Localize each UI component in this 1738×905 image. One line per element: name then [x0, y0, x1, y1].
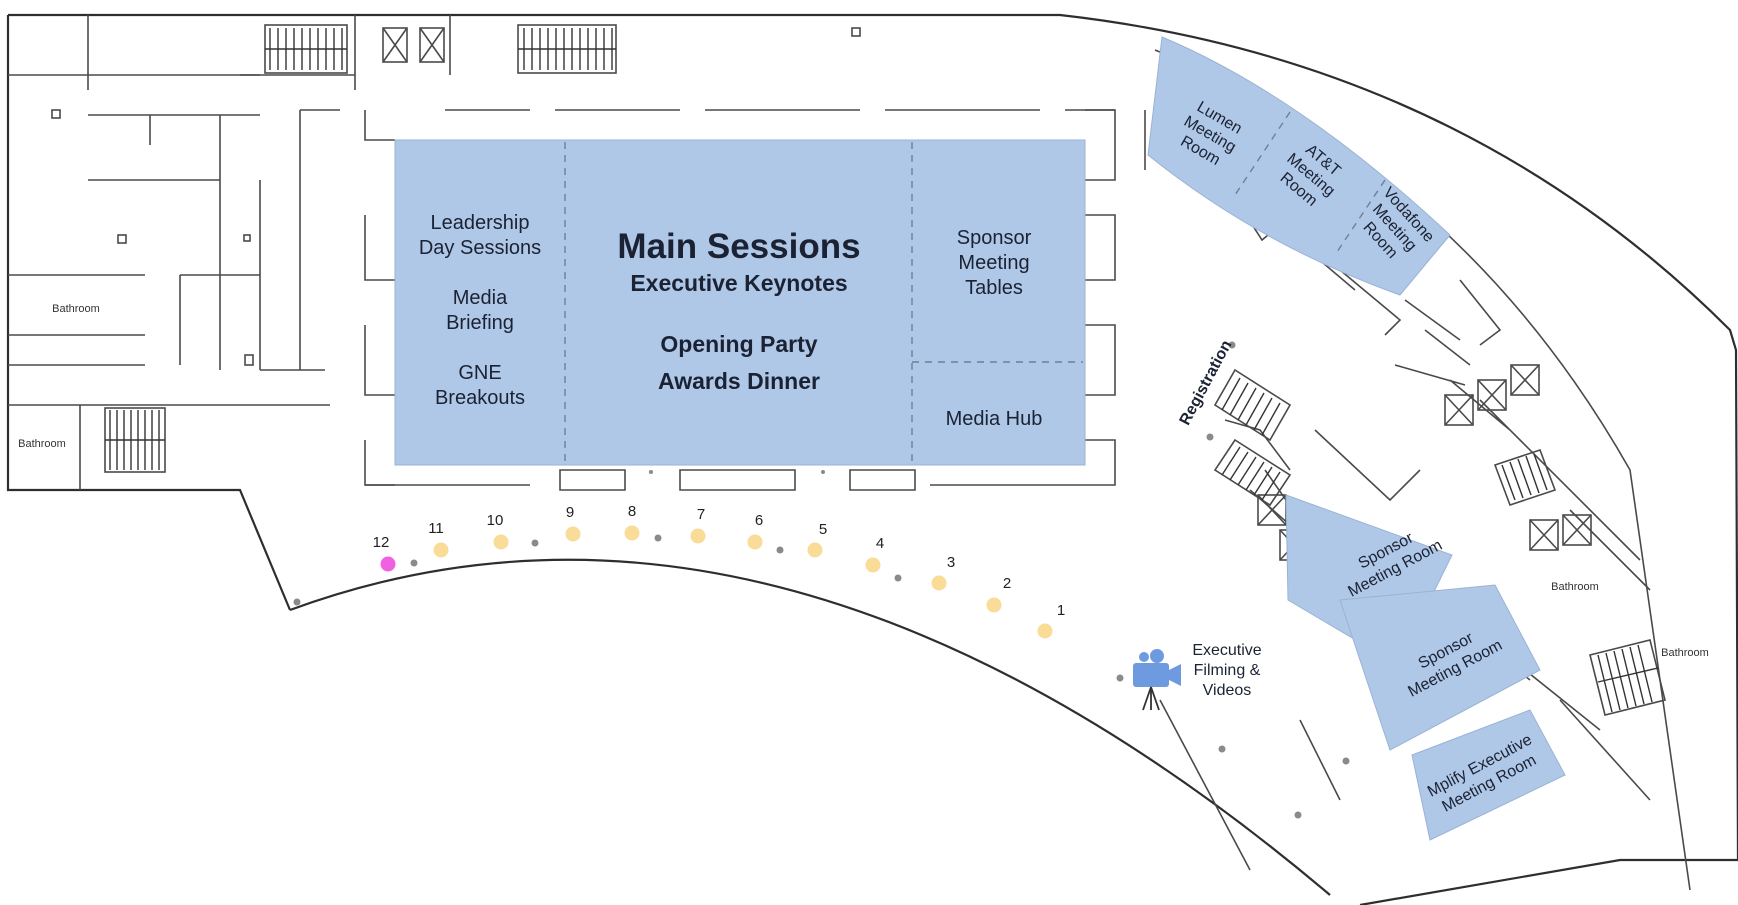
- bathroom-label-right-mid: Bathroom: [1551, 581, 1599, 593]
- booth-5-marker[interactable]: [807, 542, 823, 558]
- registration-label: Registration: [1177, 338, 1236, 428]
- awards-dinner-label: Awards Dinner: [658, 368, 820, 394]
- filming-line-2: Filming &: [1194, 662, 1261, 679]
- booth-row: 1 2 3 4 5 6 7 8: [373, 503, 1066, 639]
- elevators-top: [382, 27, 445, 63]
- filming-line-3: Videos: [1203, 682, 1252, 699]
- main-sessions-title: Main Sessions: [617, 227, 860, 266]
- booth-10-marker[interactable]: [493, 534, 509, 550]
- booth-4[interactable]: 4: [865, 535, 885, 573]
- stairs-right-bottom: [1589, 639, 1666, 716]
- stairs-right-mid: [1493, 448, 1557, 507]
- stairs-top-center: [517, 24, 617, 74]
- booth-1-number: 1: [1057, 602, 1065, 619]
- booth-9-marker[interactable]: [565, 526, 581, 542]
- bathroom-label-right-lower: Bathroom: [1661, 647, 1709, 659]
- left-panel-line-4: Briefing: [446, 312, 514, 334]
- booth-1[interactable]: 1: [1037, 602, 1066, 639]
- booth-12-marker[interactable]: [380, 556, 396, 572]
- booth-2-marker[interactable]: [986, 597, 1002, 613]
- left-panel-line-2: Day Sessions: [419, 237, 541, 259]
- booth-11[interactable]: 11: [428, 520, 449, 558]
- sponsor-tables-line-1: Sponsor: [957, 227, 1032, 249]
- booth-7-marker[interactable]: [690, 528, 706, 544]
- video-camera-icon: [1133, 649, 1181, 711]
- booth-6[interactable]: 6: [747, 512, 764, 550]
- sponsor-tables-line-2: Meeting: [958, 252, 1029, 274]
- booth-3[interactable]: 3: [931, 554, 956, 591]
- booth-7[interactable]: 7: [690, 506, 706, 544]
- booth-12[interactable]: 12: [373, 534, 396, 572]
- stairs-left-bathroom: [104, 407, 166, 473]
- left-panel-line-5: GNE: [458, 362, 501, 384]
- booth-2-number: 2: [1003, 575, 1011, 592]
- left-panel-line-1: Leadership: [431, 212, 530, 234]
- booth-5-number: 5: [819, 521, 827, 538]
- booth-8[interactable]: 8: [624, 503, 640, 541]
- media-hub-label: Media Hub: [946, 408, 1043, 430]
- main-hall-area: [394, 139, 1086, 466]
- booth-7-number: 7: [697, 506, 705, 523]
- left-panel-line-3: Media: [453, 287, 508, 309]
- stairs-top-left: [264, 24, 348, 74]
- booth-11-number: 11: [428, 520, 444, 537]
- stairs-registration: [1213, 368, 1292, 507]
- pillars: [293, 341, 1350, 819]
- booth-9-number: 9: [566, 504, 574, 521]
- filming-line-1: Executive: [1192, 642, 1261, 659]
- bathroom-label-left-upper: Bathroom: [52, 303, 100, 315]
- main-hall: [394, 139, 1086, 466]
- sponsor-tables-line-3: Tables: [965, 277, 1023, 299]
- booth-4-marker[interactable]: [865, 557, 881, 573]
- left-wing-walls: [8, 15, 861, 490]
- booth-10-number: 10: [487, 512, 504, 529]
- booth-4-number: 4: [876, 535, 884, 552]
- booth-1-marker[interactable]: [1037, 623, 1053, 639]
- booth-8-marker[interactable]: [624, 525, 640, 541]
- meeting-rooms-right: [1147, 36, 1566, 841]
- main-hall-labels: Leadership Day Sessions Media Briefing G…: [419, 212, 1043, 430]
- main-sessions-subtitle: Executive Keynotes: [630, 270, 847, 296]
- booth-3-number: 3: [947, 554, 955, 571]
- right-wing-walls: [1144, 110, 1651, 871]
- booth-8-number: 8: [628, 503, 636, 520]
- booth-3-marker[interactable]: [931, 575, 947, 591]
- left-panel-line-6: Breakouts: [435, 387, 525, 409]
- hall-surround-walls: [364, 109, 1116, 491]
- opening-party-label: Opening Party: [660, 331, 817, 357]
- booth-6-marker[interactable]: [747, 534, 763, 550]
- booth-11-marker[interactable]: [433, 542, 449, 558]
- booth-2[interactable]: 2: [986, 575, 1012, 613]
- bathroom-label-left-lower: Bathroom: [18, 438, 66, 450]
- booth-10[interactable]: 10: [487, 512, 509, 550]
- booth-12-number: 12: [373, 534, 390, 551]
- booth-9[interactable]: 9: [565, 504, 581, 542]
- booth-6-number: 6: [755, 512, 763, 529]
- booth-5[interactable]: 5: [807, 521, 828, 558]
